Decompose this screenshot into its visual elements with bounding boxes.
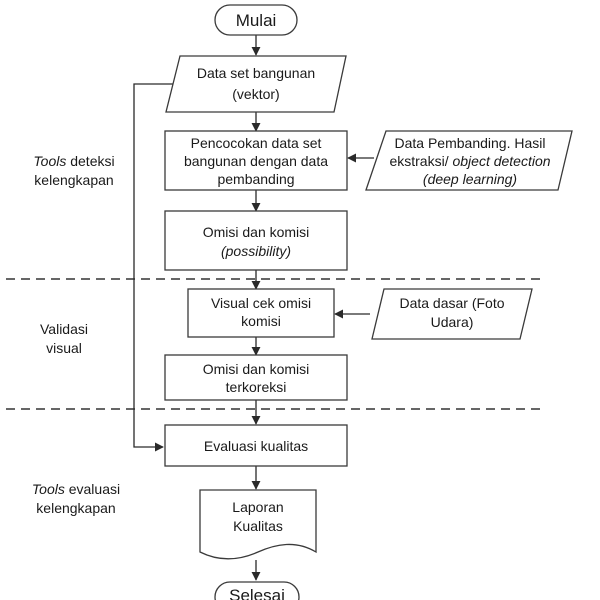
comparison-label-line-3: (deep learning) [423,171,517,187]
side-label-detection-line-1: Tools deteksi [33,153,114,169]
dataset-input: Data set bangunan (vektor) [165,55,347,113]
side-label-detection-tools: Tools [33,153,66,169]
visual-check-label-line-1: Visual cek omisi [211,295,311,311]
comparison-label-line-2a: ekstraksi/ [389,153,452,169]
report-label-line-1: Laporan [232,499,283,515]
corrected-label-line-2: terkoreksi [226,379,287,395]
omission-label-line-1: Omisi dan komisi [203,224,310,240]
start-terminal: Mulai [214,4,298,36]
report-document: Laporan Kualitas [199,489,317,560]
report-label-line-2: Kualitas [233,518,283,534]
base-data-label-line-1: Data dasar (Foto [399,295,504,311]
dataset-label-line-2: (vektor) [232,86,279,102]
base-data-input: Data dasar (Foto Udara) [371,288,533,340]
comparison-label-line-1: Data Pembanding. Hasil [395,135,546,151]
end-label: Selesai [229,586,285,600]
matching-label-line-2: bangunan dengan data [184,153,328,169]
evaluation-process: Evaluasi kualitas [164,424,348,467]
side-label-validation-line-2: visual [46,340,82,356]
omission-label-line-2: (possibility) [221,243,291,259]
start-label: Mulai [236,11,277,30]
omission-process: Omisi dan komisi (possibility) [164,210,348,271]
side-label-evaluation-tools: Tools [32,481,65,497]
side-label-validation: Validasi visual [40,321,88,356]
end-terminal: Selesai [214,581,300,600]
corrected-label-line-1: Omisi dan komisi [203,361,310,377]
side-label-detection: Tools deteksi kelengkapan [33,153,114,188]
visual-check-label-line-2: komisi [241,313,281,329]
comparison-label-line-2b: object detection [452,153,550,169]
base-data-label-line-2: Udara) [431,314,474,330]
side-label-evaluation: Tools evaluasi kelengkapan [32,481,120,516]
comparison-data-input: Data Pembanding. Hasil ekstraksi/ object… [365,130,573,191]
evaluation-label: Evaluasi kualitas [204,438,308,454]
side-label-evaluation-line-2: kelengkapan [36,500,115,516]
connectors [133,34,374,581]
matching-process: Pencocokan data set bangunan dengan data… [164,130,348,191]
side-label-validation-line-1: Validasi [40,321,88,337]
corrected-process: Omisi dan komisi terkoreksi [164,354,348,401]
dataset-label-line-1: Data set bangunan [197,65,315,81]
side-label-evaluation-line-1: Tools evaluasi [32,481,120,497]
matching-label-line-3: pembanding [217,171,294,187]
side-label-detection-word: deteksi [66,153,114,169]
side-label-evaluation-word: evaluasi [65,481,120,497]
visual-check-process: Visual cek omisi komisi [187,288,335,338]
comparison-label-line-2: ekstraksi/ object detection [389,153,550,169]
side-label-detection-line-2: kelengkapan [34,172,113,188]
matching-label-line-1: Pencocokan data set [191,135,322,151]
